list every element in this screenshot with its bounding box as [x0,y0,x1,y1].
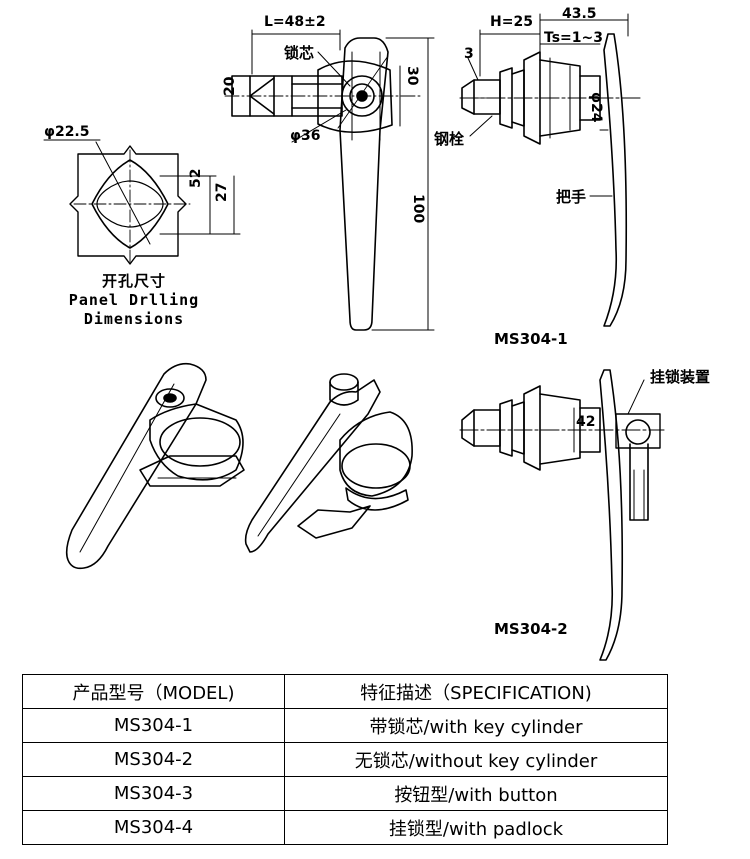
dim-hundred: 100 [410,194,426,223]
dim-small-42: 42 [576,414,595,430]
panel-drilling-caption: 开孔尺寸 Panel Drlling Dimensions [56,272,212,329]
model-label-bottom: MS304-2 [494,620,568,638]
dim-height: H=25 [490,14,533,30]
label-lock-core: 锁芯 [284,44,315,62]
spec-cell: 按钮型/with button [284,776,668,811]
dim-three: 3 [464,46,474,62]
isometric-view-2 [244,373,413,553]
model-cell: MS304-2 [22,742,285,777]
spec-cell: 带锁芯/with key cylinder [284,708,668,743]
model-cell: MS304-1 [22,708,285,743]
isometric-view-1 [65,362,245,570]
model-label-top: MS304-1 [494,330,568,348]
side-view-ms304-2 [459,369,665,661]
dim-twenty: 20 [222,76,238,96]
spec-table: 产品型号（MODEL) 特征描述（SPECIFICATION) MS304-1 … [22,674,668,845]
dim-thirty: 30 [404,66,420,86]
caption-line-3: Dimensions [83,310,185,328]
header-model: 产品型号（MODEL) [22,674,285,709]
dim-twentyseven: 27 [214,183,230,202]
dim-fiftytwo: 52 [188,169,204,188]
label-handle: 把手 [556,188,587,206]
spec-cell: 无锁芯/without key cylinder [284,742,668,777]
caption-line-2: Panel Drlling [68,291,200,309]
model-cell: MS304-3 [22,776,285,811]
dim-length: L=48±2 [264,14,326,30]
header-specification: 特征描述（SPECIFICATION) [284,674,668,709]
caption-line-1: 开孔尺寸 [101,272,166,290]
dim-ts: Ts=1~3 [544,30,603,46]
label-steel-bolt: 钢栓 [434,130,465,148]
table-row: MS304-4 挂锁型/with padlock [22,810,668,845]
dim-dia24: φ24 [588,92,604,123]
table-header-row: 产品型号（MODEL) 特征描述（SPECIFICATION) [22,674,668,709]
dim-dia225: φ22.5 [44,124,90,140]
model-cell: MS304-4 [22,810,285,845]
table-row: MS304-3 按钮型/with button [22,776,668,811]
label-padlock-device: 挂锁装置 [650,368,711,386]
front-view-ms304-1 [224,29,435,331]
dim-width-435: 43.5 [562,6,597,22]
side-view-ms304-1 [459,13,641,327]
table-row: MS304-2 无锁芯/without key cylinder [22,742,668,777]
panel-drilling-view [43,139,241,265]
technical-drawing: L=48±2 H=25 43.5 Ts=1~3 3 20 30 100 φ36 … [43,6,665,661]
table-row: MS304-1 带锁芯/with key cylinder [22,708,668,743]
spec-cell: 挂锁型/with padlock [284,810,668,845]
dim-dia36: φ36 [290,128,320,144]
